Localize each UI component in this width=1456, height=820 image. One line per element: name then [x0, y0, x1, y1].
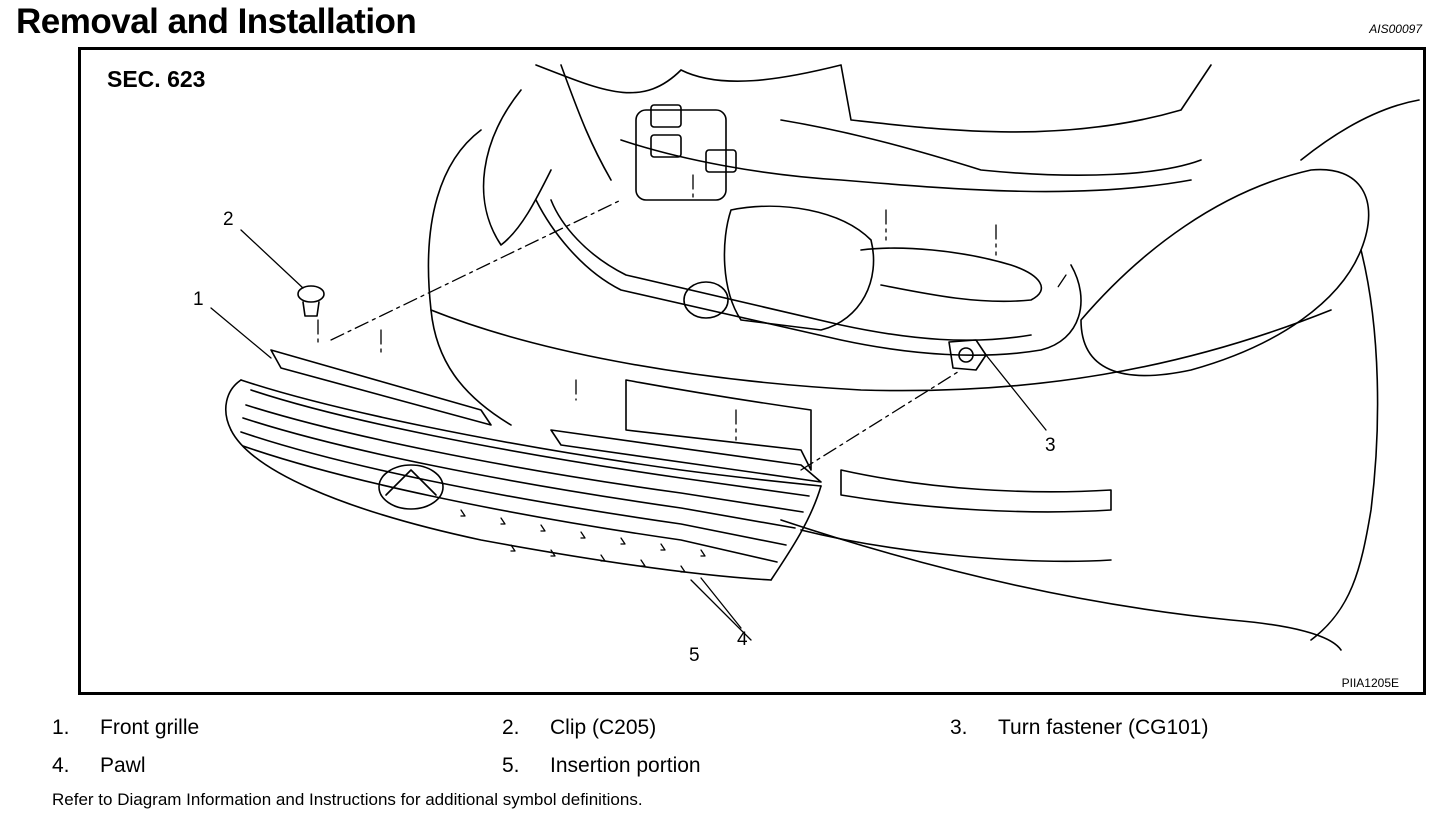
legend-number: 2.: [502, 716, 520, 739]
legend-label: Clip (C205): [550, 716, 657, 739]
lower-grille-opening: [840, 469, 1112, 513]
reservoir-cap-3: [650, 134, 682, 158]
page-title: Removal and Installation: [16, 2, 417, 41]
cowl-outline: [560, 64, 1202, 181]
installation-guide-lines: [317, 174, 1067, 471]
clip-c205: [297, 285, 325, 317]
lower-intake: [800, 529, 1112, 563]
grille-bar-2: [245, 404, 804, 513]
legend-label: Turn fastener (CG101): [998, 716, 1209, 739]
figure-code: PIIA1205E: [1341, 676, 1399, 690]
reservoir-cap-2: [705, 149, 737, 173]
turn-fastener-cg101: [948, 339, 987, 371]
front-grille: [225, 349, 822, 581]
grille-bracket-right: [550, 429, 822, 483]
battery-post: [683, 281, 729, 319]
legend-number: 3.: [950, 716, 968, 739]
engine-block: [723, 205, 875, 331]
callout-2: 2: [223, 209, 234, 230]
radiator-support-inner: [550, 199, 1032, 342]
legend-number: 5.: [502, 754, 520, 777]
reservoir-body: [635, 109, 727, 201]
pawl-marks: [460, 509, 706, 573]
grille-bar-3: [242, 417, 796, 529]
intake-duct: [860, 247, 1043, 303]
bumper-lower-edge: [780, 519, 1342, 651]
document-code: AIS00097: [1369, 22, 1422, 36]
leader-lines: [210, 229, 1047, 641]
hood-outline: [535, 64, 1212, 133]
legend-label: Pawl: [100, 754, 146, 777]
grille-outer-top: [240, 379, 822, 487]
callout-1: 1: [193, 289, 204, 310]
legend-label: Front grille: [100, 716, 200, 739]
right-fender: [1300, 99, 1420, 641]
grille-bar-1: [250, 389, 810, 497]
legend-number: 4.: [52, 754, 70, 777]
grille-bar-5: [242, 445, 778, 563]
grille-bar-4: [240, 431, 787, 546]
engine-bay-back: [620, 139, 1192, 193]
callout-5: 5: [689, 645, 700, 666]
section-label: SEC. 623: [107, 66, 206, 92]
infiniti-emblem-mark: [385, 469, 437, 496]
license-plate-area: [625, 379, 812, 471]
legend-label: Insertion portion: [550, 754, 701, 777]
front-grille-exploded-diagram: [210, 64, 1420, 651]
radiator-support: [535, 199, 1082, 356]
bumper-upper-edge: [430, 309, 1332, 392]
footnote: Refer to Diagram Information and Instruc…: [52, 790, 643, 809]
right-headlamp: [1080, 168, 1370, 377]
grille-bracket-left: [270, 349, 492, 426]
callout-3: 3: [1045, 435, 1056, 456]
left-headlamp: [482, 89, 552, 246]
reservoir-cap-1: [650, 104, 682, 128]
legend-number: 1.: [52, 716, 70, 739]
grille-right-edge: [770, 485, 822, 581]
diagram-frame: SEC. 623 2 1 3 4 5 PIIA1205E: [78, 47, 1426, 695]
grille-outer-bottom: [230, 429, 772, 581]
infiniti-emblem: [378, 464, 444, 510]
grille-left-edge: [225, 379, 242, 431]
left-fender: [427, 129, 512, 426]
callout-4: 4: [737, 629, 748, 650]
